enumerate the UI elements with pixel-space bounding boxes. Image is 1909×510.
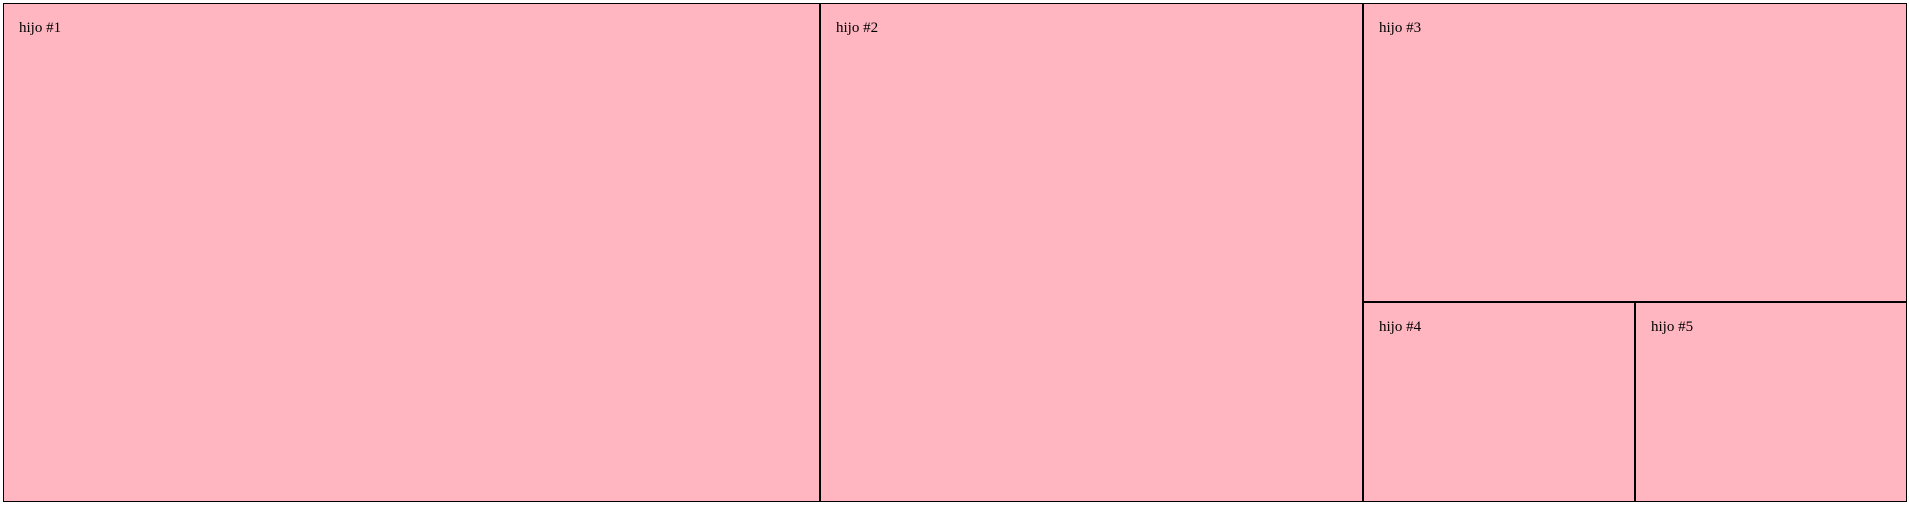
right-column: hijo #3 hijo #4 hijo #5 <box>1364 4 1906 501</box>
child-box-3: hijo #3 <box>1364 4 1906 303</box>
child-box-2: hijo #2 <box>821 4 1364 501</box>
child-box-2-label: hijo #2 <box>836 20 879 36</box>
child-box-1: hijo #1 <box>4 4 821 501</box>
child-box-4-label: hijo #4 <box>1379 319 1422 335</box>
child-box-4: hijo #4 <box>1364 303 1636 501</box>
child-box-5-label: hijo #5 <box>1651 319 1694 335</box>
child-box-1-label: hijo #1 <box>19 20 62 36</box>
child-box-3-label: hijo #3 <box>1379 20 1422 36</box>
child-box-5: hijo #5 <box>1636 303 1906 501</box>
bottom-row: hijo #4 hijo #5 <box>1364 303 1906 501</box>
flex-container: hijo #1 hijo #2 hijo #3 hijo #4 hijo #5 <box>3 3 1907 502</box>
